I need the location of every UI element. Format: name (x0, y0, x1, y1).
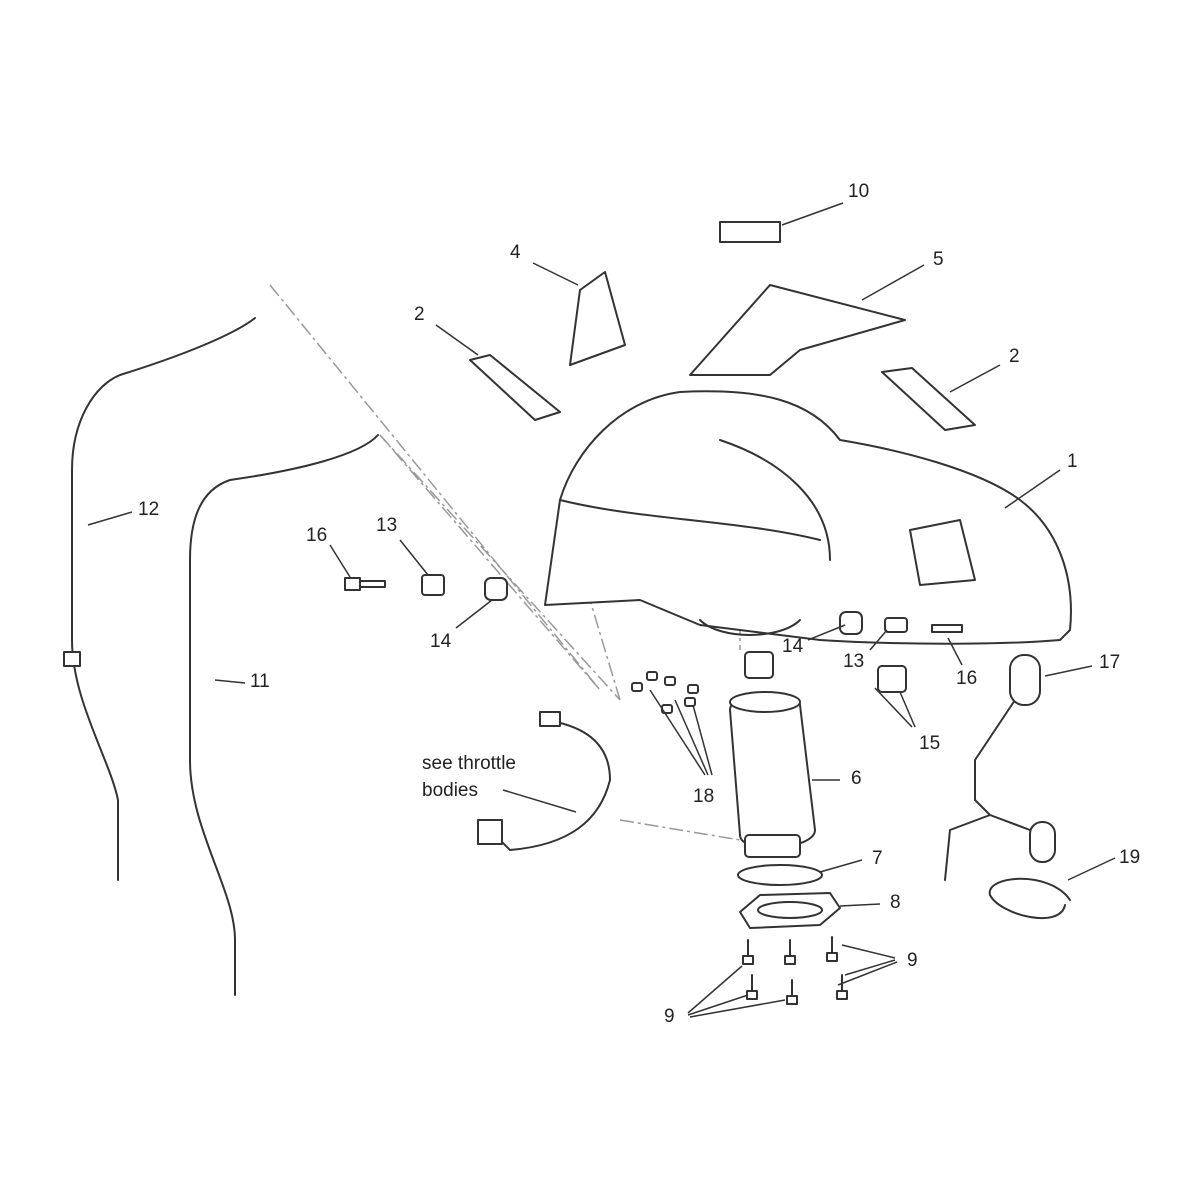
callout-19: 19 (1119, 847, 1140, 868)
o-ring-7 (737, 864, 823, 886)
plate-hole (757, 901, 823, 919)
callout-14-left: 14 (430, 631, 452, 652)
part-5 (689, 284, 906, 376)
part-4 (569, 271, 626, 366)
callout-11: 11 (250, 671, 270, 692)
note-line-2: bodies (422, 780, 478, 801)
hose-connector-top (539, 711, 561, 727)
callout-13-right: 13 (843, 651, 864, 672)
part-10 (719, 221, 781, 243)
callout-9-left: 9 (664, 1006, 675, 1027)
callout-16-right: 16 (956, 668, 977, 689)
callout-13-left: 13 (376, 515, 397, 536)
callout-15: 15 (919, 733, 940, 754)
callout-6: 6 (851, 768, 862, 789)
filter-15a (744, 651, 774, 679)
bolt-16-right (931, 624, 963, 633)
bush-13-right (884, 617, 908, 633)
plate-8 (739, 892, 841, 929)
bush-13-left (421, 574, 445, 596)
callout-16-left: 16 (306, 525, 327, 546)
bolt-16-left (344, 577, 386, 591)
fuel-level-sender-17 (944, 654, 1056, 881)
callout-10: 10 (848, 181, 869, 202)
drain-hose-11 (189, 434, 379, 996)
clips-18 (631, 671, 699, 714)
callout-2-left: 2 (414, 304, 425, 325)
part-2-left (469, 354, 561, 421)
callout-17: 17 (1099, 652, 1120, 673)
callout-18: 18 (693, 786, 714, 807)
fuel-hose-throttle (484, 719, 611, 851)
callout-8: 8 (890, 892, 901, 913)
note-line-1: see throttle (422, 753, 516, 774)
hose-connector-bottom (477, 819, 503, 845)
callout-5: 5 (933, 249, 944, 270)
leader-lines (87, 202, 1116, 1018)
callout-1: 1 (1067, 451, 1078, 472)
callout-12: 12 (138, 499, 159, 520)
callout-9-right: 9 (907, 950, 918, 971)
callout-4: 4 (510, 242, 521, 263)
filter-15b (877, 665, 907, 693)
callout-2-right: 2 (1009, 346, 1020, 367)
hose-connector (63, 651, 81, 667)
bolts-9 (742, 936, 848, 1005)
part-2-right (881, 367, 976, 431)
fuel-pump-6 (729, 691, 816, 858)
callout-14-right: 14 (782, 636, 804, 657)
assembly-line (269, 284, 741, 841)
fuel-tank-1 (544, 390, 1072, 645)
hose-clip-19 (988, 877, 1071, 920)
grommet-14-right (839, 611, 863, 635)
tank-detail (559, 439, 976, 636)
breather-hose-12 (71, 317, 256, 881)
callout-7: 7 (872, 848, 883, 869)
grommet-14-left (484, 577, 508, 601)
